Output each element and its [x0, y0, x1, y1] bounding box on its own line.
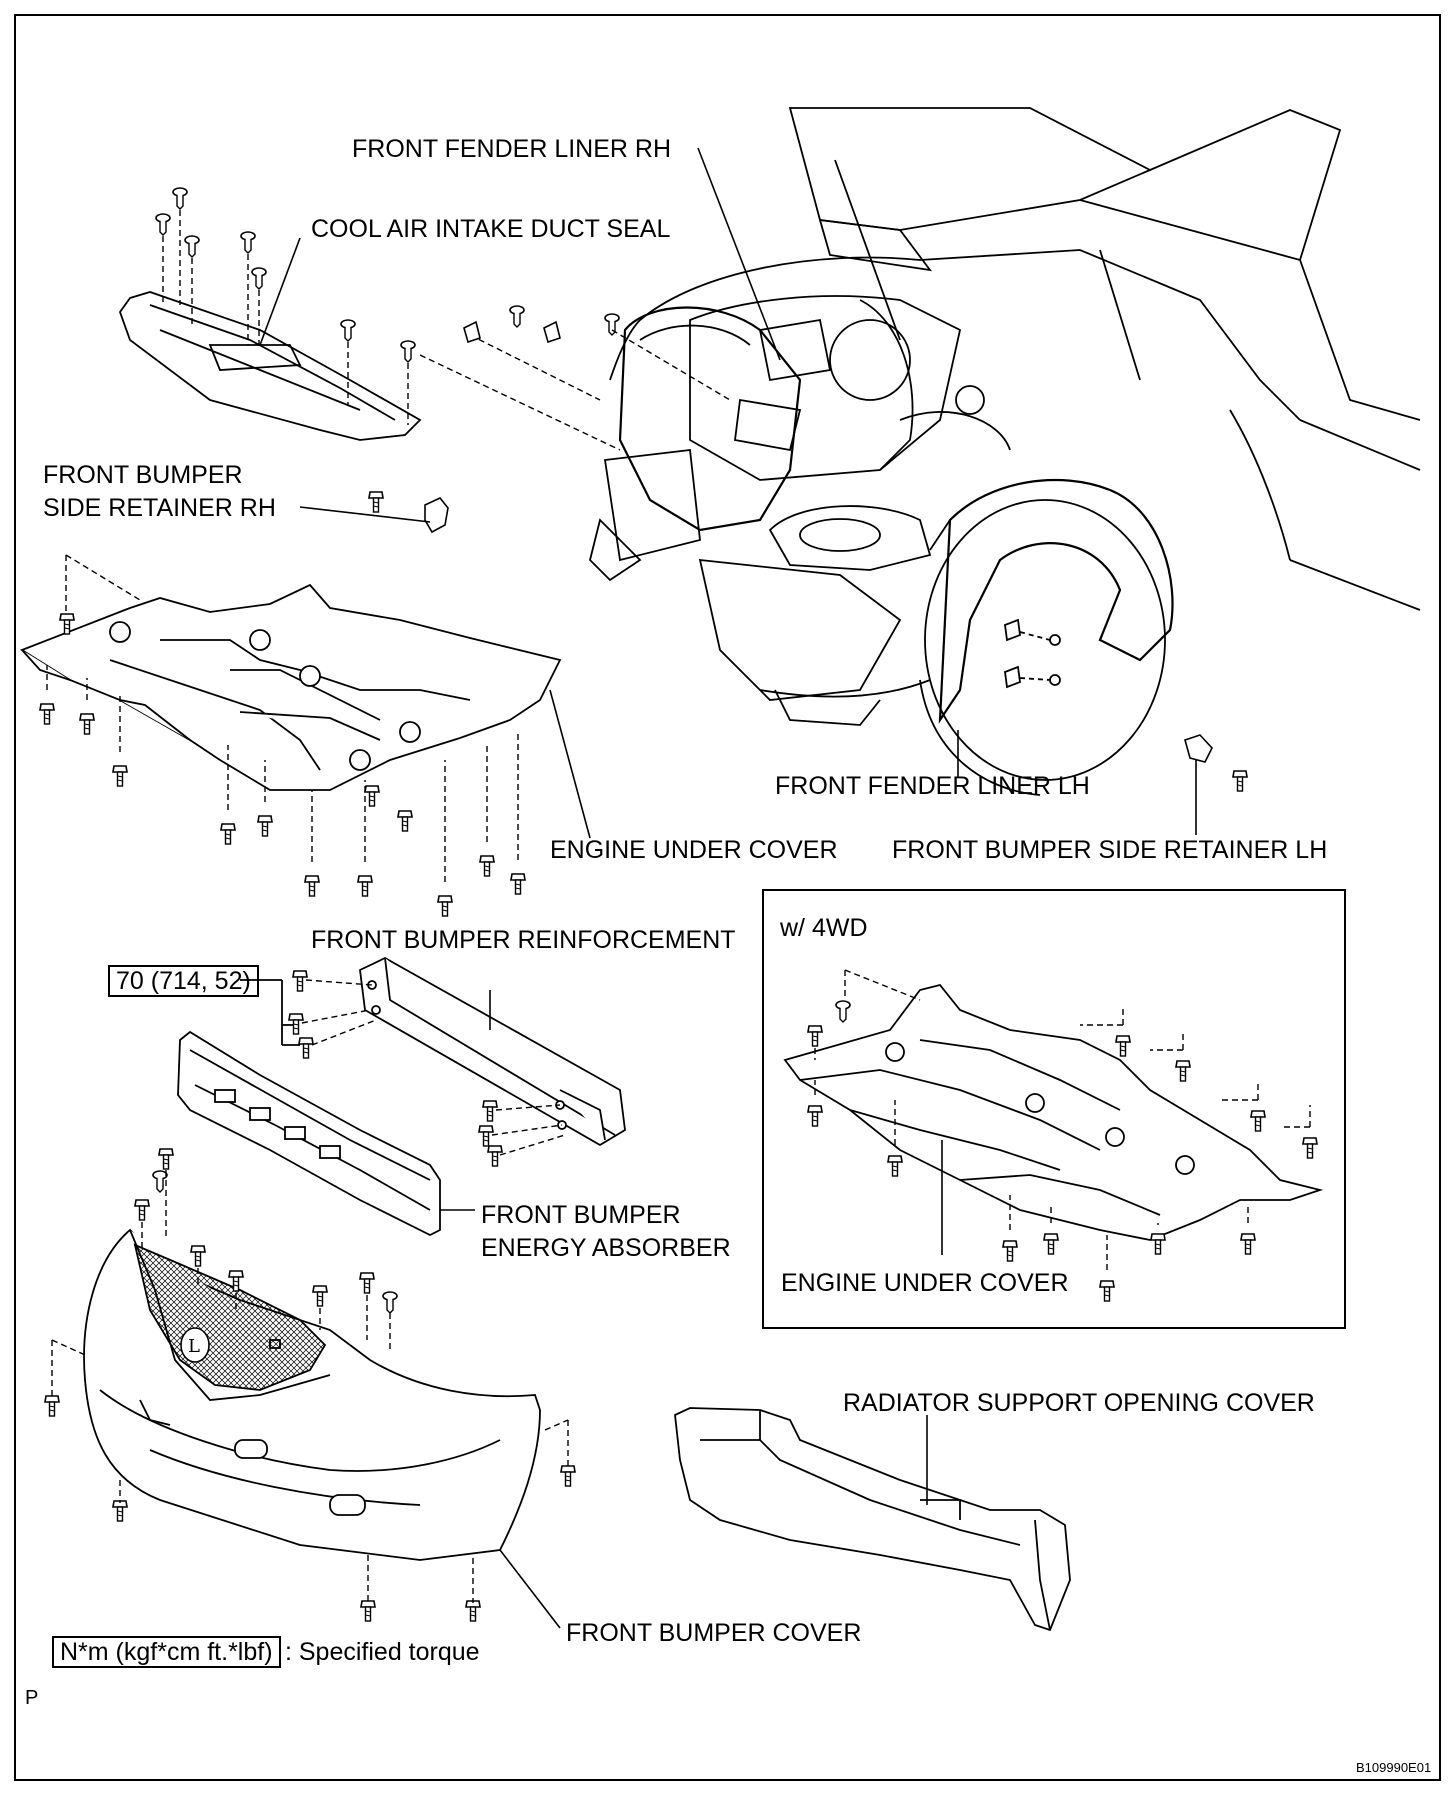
- label-front-bumper-energy-absorber-line2: ENERGY ABSORBER: [481, 1234, 731, 1262]
- figure-id: B109990E01: [1356, 1760, 1432, 1775]
- label-front-bumper-energy-absorber-line1: FRONT BUMPER: [481, 1201, 681, 1229]
- radiator-support-opening-cover-part: [674, 1407, 1071, 1632]
- engine-under-cover-part: [20, 583, 562, 791]
- bumper-reinforcement-part: [359, 956, 626, 1147]
- label-front-bumper-side-retainer-rh-line1: FRONT BUMPER: [43, 461, 243, 489]
- label-cool-air-intake-duct-seal: COOL AIR INTAKE DUCT SEAL: [311, 215, 671, 243]
- label-front-fender-liner-lh: FRONT FENDER LINER LH: [775, 772, 1090, 800]
- side-retainer-rh-part: [368, 491, 449, 534]
- svg-text:L: L: [188, 1336, 200, 1357]
- label-engine-under-cover: ENGINE UNDER COVER: [550, 836, 838, 864]
- inset-4wd-frame: [762, 889, 1346, 1329]
- energy-absorber-part: [177, 1030, 441, 1237]
- inset-engine-under-cover-part: [783, 983, 1324, 1241]
- label-front-bumper-reinforcement: FRONT BUMPER REINFORCEMENT: [311, 926, 736, 954]
- torque-legend: N*m (kgf*cm ft.*lbf) : Specified torque: [52, 1636, 480, 1668]
- label-front-bumper-side-retainer-lh: FRONT BUMPER SIDE RETAINER LH: [892, 836, 1328, 864]
- torque-legend-description: : Specified torque: [284, 1638, 480, 1666]
- diagram-frame: [14, 14, 1441, 1781]
- label-front-bumper-cover: FRONT BUMPER COVER: [566, 1619, 862, 1647]
- emblem: [180, 1327, 210, 1363]
- cool-air-intake-duct-seal-part: [118, 291, 422, 441]
- corner-mark: P: [25, 1687, 39, 1709]
- side-retainer-lh-part: [1184, 734, 1248, 792]
- label-front-bumper-side-retainer-rh-line2: SIDE RETAINER RH: [43, 494, 276, 522]
- torque-value-box: 70 (714, 52): [108, 965, 259, 997]
- label-radiator-support-opening-cover: RADIATOR SUPPORT OPENING COVER: [843, 1389, 1315, 1417]
- intake-clips: [463, 320, 561, 344]
- label-front-fender-liner-rh: FRONT FENDER LINER RH: [352, 135, 672, 163]
- torque-legend-unit-box: N*m (kgf*cm ft.*lbf): [52, 1636, 281, 1668]
- inset-title: w/ 4WD: [780, 914, 868, 942]
- vehicle-front-view: [589, 107, 1421, 796]
- inset-label-engine-under-cover: ENGINE UNDER COVER: [781, 1269, 1069, 1297]
